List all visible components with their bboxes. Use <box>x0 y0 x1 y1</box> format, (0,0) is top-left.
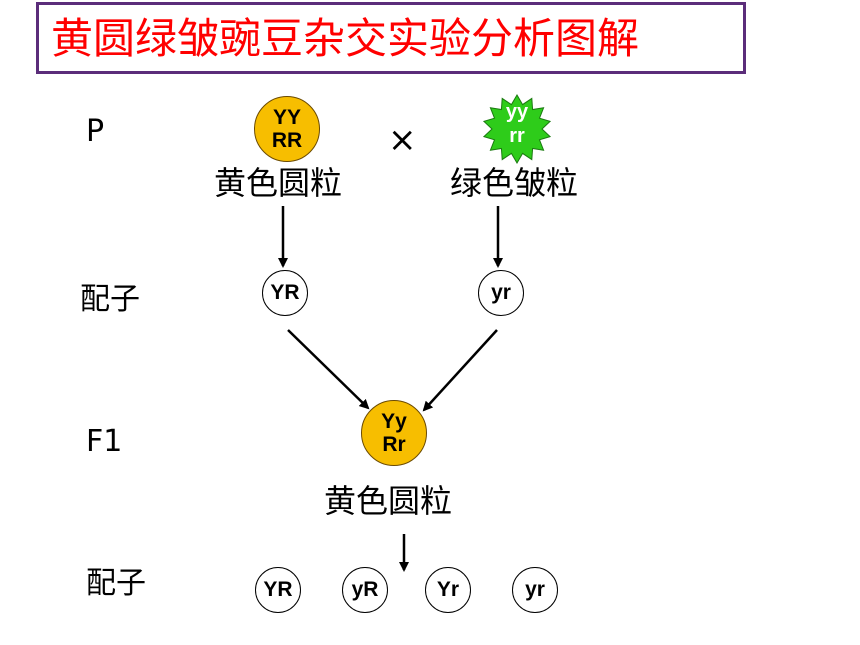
f1-genotype-bottom: Rr <box>382 433 406 456</box>
arrow-gamete-left-to-f1 <box>287 329 370 410</box>
f1-gamete-3: Yr <box>425 567 471 613</box>
title-box: 黄圆绿皱豌豆杂交实验分析图解 <box>36 2 746 74</box>
parent-left-phenotype: 黄色圆粒 <box>214 164 343 202</box>
f1-gamete-1: YR <box>255 567 301 613</box>
cross-symbol: × <box>388 120 417 160</box>
f1-gamete-2: yR <box>342 567 388 613</box>
parent-yellow-round-seed: YY RR <box>254 96 320 162</box>
p-gamete-left: YR <box>262 270 308 316</box>
f1-gamete-4: yr <box>512 567 558 613</box>
label-gamete-1: 配子 <box>80 282 140 317</box>
label-p: P <box>86 114 105 149</box>
arrow-gamete-right-to-f1 <box>422 329 498 412</box>
parent-green-wrinkled-seed: yy rr <box>482 94 552 164</box>
p-gamete-right: yr <box>478 270 524 316</box>
label-f1: F1 <box>86 424 123 459</box>
parent-right-genotype-top: yy <box>505 101 529 123</box>
parent-right-genotype: yy rr <box>482 100 552 148</box>
f1-genotype-top: Yy <box>381 410 407 433</box>
parent-left-genotype-bottom: RR <box>271 129 303 152</box>
parent-left-genotype-top: YY <box>272 106 301 129</box>
page-title: 黄圆绿皱豌豆杂交实验分析图解 <box>51 14 640 63</box>
parent-right-genotype-bottom: rr <box>509 125 525 147</box>
parent-right-phenotype: 绿色皱粒 <box>450 164 579 202</box>
f1-phenotype: 黄色圆粒 <box>324 482 453 520</box>
label-gamete-2: 配子 <box>86 566 146 601</box>
f1-yellow-round-seed: Yy Rr <box>361 400 427 466</box>
wrinkled-seed-shape <box>482 94 552 164</box>
